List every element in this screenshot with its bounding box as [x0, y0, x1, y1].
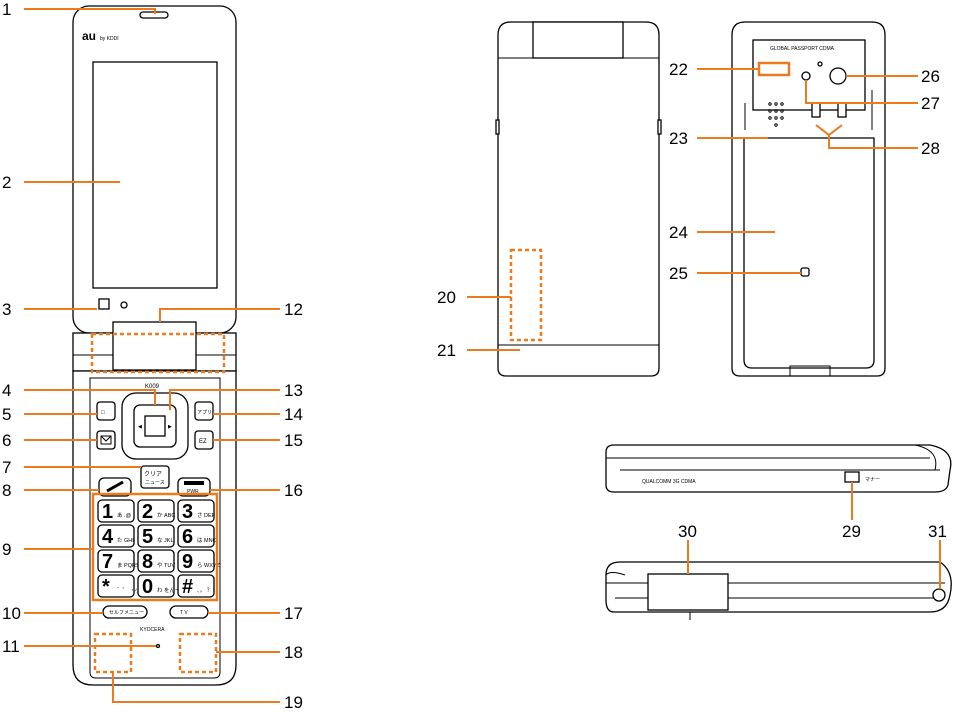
camera-lens — [830, 68, 846, 84]
manner-label: マナー — [865, 477, 880, 483]
inner-camera — [121, 302, 127, 308]
svg-text:セルフメニュー: セルフメニュー — [109, 610, 144, 616]
external-connector — [648, 574, 728, 610]
callout-21: 21 — [437, 341, 456, 360]
keypad-key-sub: な JKL — [157, 537, 174, 544]
callout-15: 15 — [284, 431, 303, 450]
svg-text:ニュース: ニュース — [145, 480, 165, 486]
callout-8: 8 — [2, 481, 11, 500]
light-sensor — [99, 299, 109, 309]
side-view-top: QUALCOMM 3G CDMA マナー — [606, 445, 951, 492]
callout-7: 7 — [2, 458, 11, 477]
hangup-icon — [184, 481, 204, 485]
keypad-key-sub: や TUV — [157, 561, 175, 569]
side-brand-text: QUALCOMM 3G CDMA — [642, 479, 696, 485]
keypad-key-sub: ま PQRS — [117, 562, 140, 569]
indicator — [818, 62, 822, 66]
svg-text:□: □ — [101, 410, 105, 416]
callout-31: 31 — [928, 522, 947, 541]
keypad-key-sub: た GHI — [117, 537, 134, 544]
maker-logo: KYOCERA — [140, 627, 165, 633]
address-book-key[interactable] — [97, 402, 115, 420]
carrier-logo: au — [82, 29, 96, 43]
callout-29: 29 — [842, 522, 861, 541]
keypad-key-main: 5 — [142, 526, 153, 548]
keypad-key-main: # — [182, 576, 193, 598]
callout-4: 4 — [2, 381, 11, 400]
callout-19: 19 — [284, 693, 303, 712]
callout-14: 14 — [284, 405, 303, 424]
closed-front-phone — [496, 22, 661, 376]
center-key[interactable] — [145, 416, 165, 436]
callout-20: 20 — [437, 288, 456, 307]
svg-text:◀: ◀ — [138, 424, 142, 430]
keypad-key-main: 4 — [102, 526, 114, 548]
callout-17: 17 — [284, 604, 303, 623]
keypad-key-sub: あ .@ — [117, 512, 132, 519]
keypad-key-main: 3 — [182, 501, 193, 523]
callout-13: 13 — [284, 381, 303, 400]
svg-text:クリア: クリア — [144, 471, 162, 478]
callout-12: 12 — [284, 300, 303, 319]
callout-3: 3 — [2, 300, 11, 319]
callout-6: 6 — [2, 431, 11, 450]
tv-key[interactable] — [170, 606, 208, 618]
hinge-top — [533, 22, 623, 58]
light-icon — [802, 72, 810, 80]
charge-terminal-right — [838, 103, 846, 117]
callout-2: 2 — [2, 173, 11, 192]
svg-text:▶: ▶ — [168, 424, 172, 430]
callout-28: 28 — [921, 139, 940, 158]
callout-24: 24 — [669, 223, 688, 242]
keypad-key-sub: さ DEF — [197, 512, 216, 519]
callout-27: 27 — [921, 94, 940, 113]
keypad-key-sub: わ をんー — [157, 587, 181, 594]
callout-22: 22 — [669, 60, 688, 79]
keypad-key-main: 7 — [102, 551, 113, 573]
keypad-key-main: 8 — [142, 551, 153, 573]
back-brand-text: GLOBAL PASSPORT CDMA — [770, 46, 835, 52]
keypad-key-sub: か ABC — [157, 512, 175, 519]
keypad-key-main: 6 — [182, 526, 193, 548]
keypad-key-sub: 、。 ？！ — [197, 587, 218, 594]
svg-text:EZ: EZ — [199, 439, 207, 445]
side-view-bottom — [606, 562, 951, 620]
mail-key[interactable] — [97, 431, 115, 449]
microphone — [157, 645, 160, 648]
strap-hole — [801, 268, 809, 276]
callout-1: 1 — [2, 0, 11, 19]
callout-5: 5 — [2, 405, 11, 424]
callout-9: 9 — [2, 540, 11, 559]
callout-30: 30 — [678, 522, 697, 541]
callout-25: 25 — [669, 264, 688, 283]
strap-hole-side — [933, 589, 945, 601]
keypad-key-main: 1 — [102, 501, 113, 523]
keypad-key-sub: は MNO — [197, 537, 218, 544]
callout-11: 11 — [2, 637, 20, 656]
battery-cover — [744, 138, 874, 368]
hinge-center — [113, 322, 196, 370]
main-display — [93, 62, 217, 288]
front-phone: au by KDDI K009 ◀ ▶ □ アプリ EZ クリア ニュース — [73, 6, 236, 685]
carrier-logo-sub: by KDDI — [100, 36, 119, 42]
callout-18: 18 — [284, 643, 303, 662]
charge-terminal-left — [812, 103, 820, 117]
keypad-key-main: 9 — [182, 551, 193, 573]
keypad-key-main: 2 — [142, 501, 153, 523]
manner-key[interactable] — [845, 472, 859, 482]
callout-23: 23 — [669, 129, 688, 148]
keypad-key-main: * — [102, 576, 110, 598]
callout-26: 26 — [921, 67, 940, 86]
svg-text:T V: T V — [180, 610, 188, 616]
callout-10: 10 — [2, 604, 21, 623]
keypad-key-main: 0 — [142, 576, 153, 598]
svg-text:アプリ: アプリ — [197, 410, 212, 416]
callout-16: 16 — [284, 481, 303, 500]
